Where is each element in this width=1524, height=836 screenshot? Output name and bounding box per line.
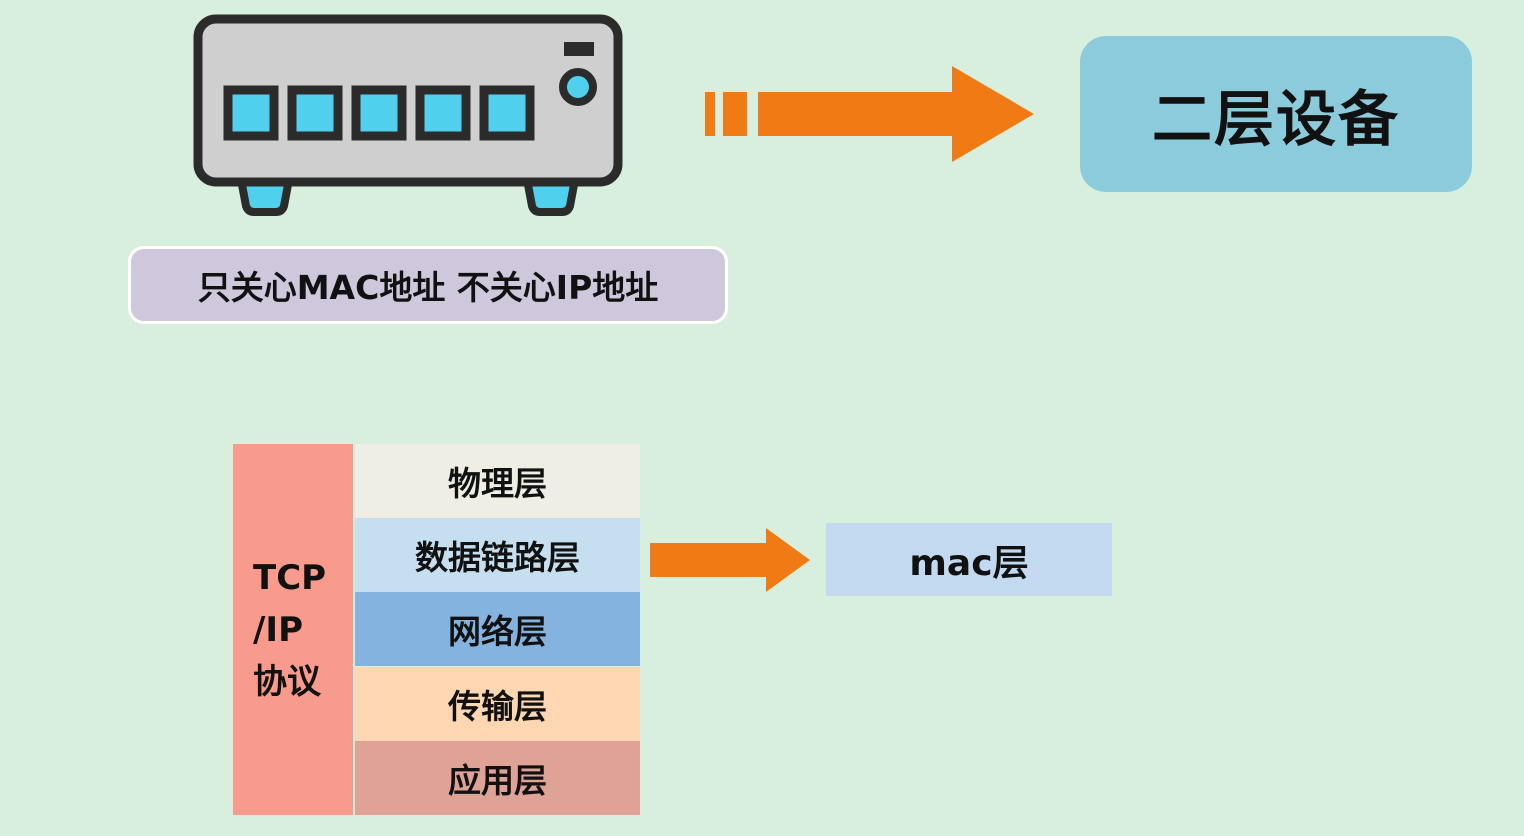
layer-application: 应用层	[355, 741, 640, 815]
right-arrow-icon	[650, 528, 810, 592]
right-arrow-icon	[705, 66, 1034, 162]
layer-network: 网络层	[355, 592, 640, 666]
tcpip-stack-label-text: TCP /IP 协议	[253, 557, 327, 702]
layer-transport: 传输层	[355, 667, 640, 741]
layer2-device-label: 二层设备	[1080, 36, 1472, 192]
device-description: 只关心MAC地址 不关心IP地址	[128, 246, 728, 324]
layer-data-link: 数据链路层	[355, 518, 640, 592]
network-switch-icon	[193, 14, 623, 216]
tcpip-stack-label: TCP /IP 协议	[233, 444, 353, 815]
layer-physical: 物理层	[355, 444, 640, 518]
mac-layer-box: mac层	[826, 523, 1112, 596]
